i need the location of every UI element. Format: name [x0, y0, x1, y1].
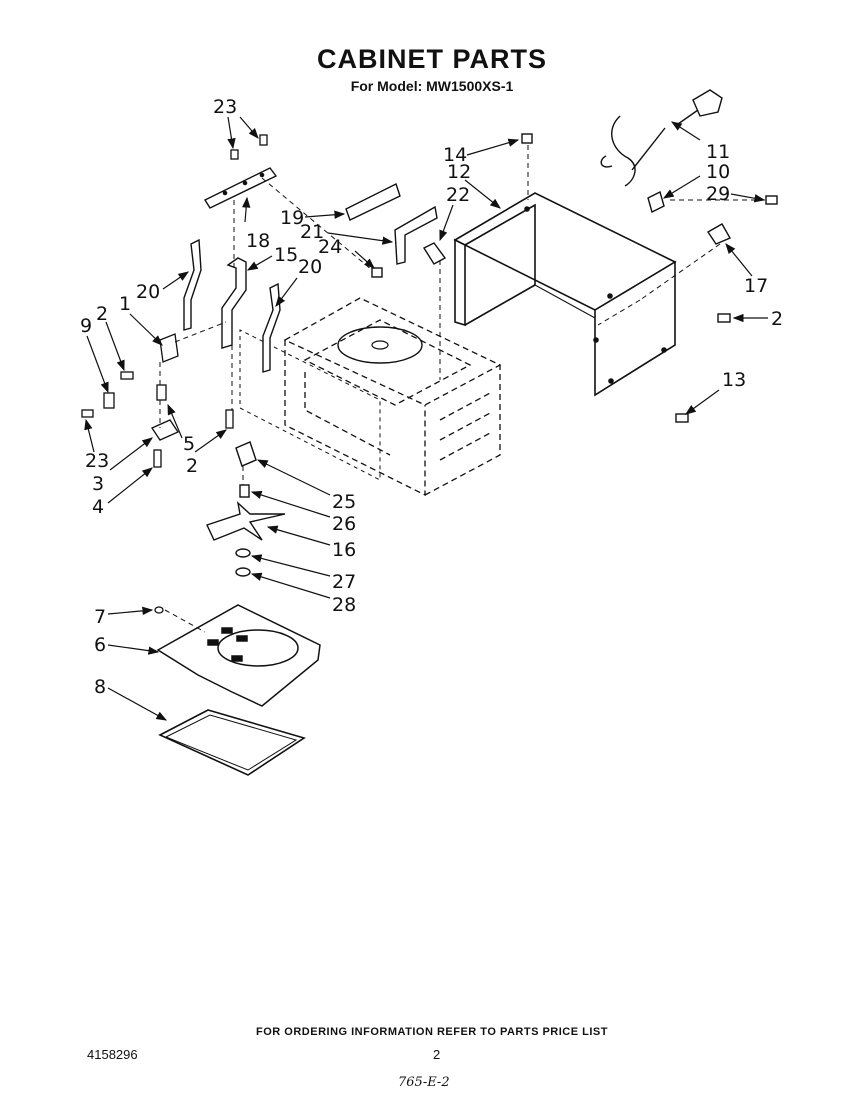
- oven-cavity: [283, 297, 502, 497]
- callout-25: 25: [332, 491, 356, 513]
- callout-26: 26: [332, 513, 356, 535]
- callout-2-right: 2: [771, 308, 783, 330]
- callout-15: 15: [274, 244, 298, 266]
- callout-28: 28: [332, 594, 356, 616]
- callout-23-top: 23: [213, 96, 237, 118]
- callout-22: 22: [446, 184, 470, 206]
- callout-2-center: 2: [186, 455, 198, 477]
- turntable-hub: [371, 340, 389, 350]
- waveguide-cover: [239, 329, 381, 481]
- power-cord: [600, 89, 778, 423]
- callout-3: 3: [92, 473, 104, 495]
- latch-bracket: [221, 257, 247, 349]
- cabinet-wrapper: [453, 192, 677, 397]
- page-number: 2: [433, 1047, 441, 1062]
- turntable-plate: [337, 326, 423, 364]
- callout-18: 18: [246, 230, 270, 252]
- small-parts-left: [81, 333, 234, 468]
- small-parts-upper: [345, 133, 533, 278]
- callout-5: 5: [183, 433, 195, 455]
- callout-24: 24: [318, 236, 342, 258]
- callout-20-left: 20: [136, 281, 160, 303]
- callout-20-right: 20: [298, 256, 322, 278]
- handwritten-code: 765-E-2: [398, 1075, 450, 1090]
- grease-filter: [158, 709, 306, 776]
- callout-8: 8: [94, 676, 106, 698]
- model-subtitle: For Model: MW1500XS-1: [350, 78, 514, 94]
- callout-11: 11: [706, 141, 730, 163]
- callout-23-left: 23: [85, 450, 109, 472]
- callout-2-left: 2: [96, 303, 108, 325]
- callout-4: 4: [92, 496, 104, 518]
- callout-14: 14: [443, 144, 467, 166]
- callout-9: 9: [80, 315, 92, 337]
- callout-10: 10: [706, 161, 730, 183]
- hinge-screws: [230, 134, 268, 160]
- leader-arrows: [84, 116, 768, 721]
- callout-13: 13: [722, 369, 746, 391]
- document-number: 4158296: [87, 1047, 138, 1062]
- ordering-note: FOR ORDERING INFORMATION REFER TO PARTS …: [256, 1026, 608, 1038]
- callout-7: 7: [94, 606, 106, 628]
- stirrer-assembly: [206, 441, 286, 577]
- callout-1: 1: [119, 293, 131, 315]
- callout-17: 17: [744, 275, 768, 297]
- bottom-plate: [156, 604, 321, 707]
- callout-19: 19: [280, 207, 304, 229]
- callout-6: 6: [94, 634, 106, 656]
- callout-21: 21: [300, 221, 324, 243]
- callout-27: 27: [332, 571, 356, 593]
- assembly-lines: [159, 145, 765, 633]
- page-title: CABINET PARTS: [316, 44, 547, 74]
- retaining-clip: [154, 606, 164, 614]
- callout-labels: 1 2 2 2 3 4 5 6 7 8 9 10 11 12 13 14 15 …: [80, 96, 783, 698]
- callout-16: 16: [332, 539, 356, 561]
- hinge-plate: [203, 167, 278, 209]
- callout-12: 12: [447, 161, 471, 183]
- callout-29: 29: [706, 183, 730, 205]
